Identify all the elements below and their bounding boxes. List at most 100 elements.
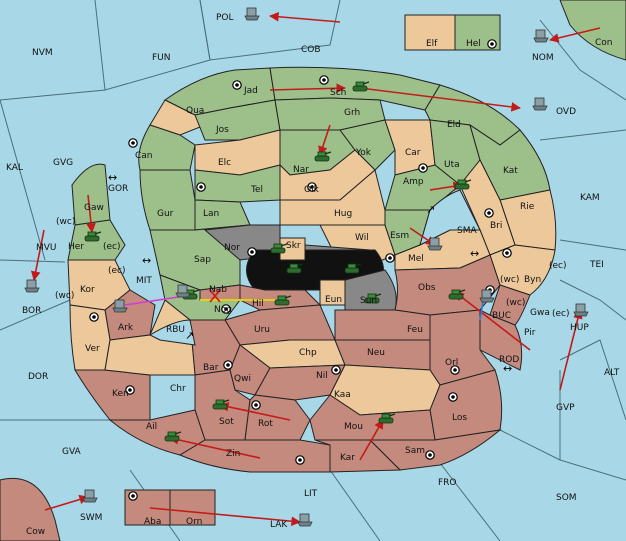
supply-center-icon	[385, 253, 395, 263]
label-qwi: Qwi	[234, 374, 251, 384]
province-uru[interactable]	[224, 304, 336, 346]
supply-center-icon	[223, 360, 233, 370]
label-grh: Grh	[344, 108, 360, 118]
label-feu: Feu	[407, 325, 423, 335]
label-yok: Yok	[355, 148, 372, 158]
label-coast-ec: (ec)	[552, 309, 570, 319]
supply-center-icon	[232, 80, 242, 90]
label-byn: Byn	[524, 275, 541, 285]
label-coast-wc: (wc)	[506, 298, 525, 308]
label-uta: Uta	[444, 160, 460, 170]
label-sam: Sam	[405, 446, 425, 456]
label-obs: Obs	[418, 283, 436, 293]
label-dor: DOR	[28, 372, 48, 382]
svg-text:↔: ↔	[142, 254, 151, 267]
supply-center-icon	[295, 455, 305, 465]
ship-icon[interactable]	[297, 513, 313, 527]
label-jos: Jos	[215, 125, 229, 135]
label-jad: Jad	[243, 86, 258, 96]
sea-rbu-inlet[interactable]	[148, 319, 196, 346]
label-ark: Ark	[118, 323, 134, 333]
sea-sma-inlet[interactable]	[419, 189, 481, 246]
ship-icon[interactable]	[82, 489, 98, 503]
label-buc: BUC	[492, 311, 511, 321]
label-neu: Neu	[367, 348, 385, 358]
label-rot: Rot	[258, 419, 273, 429]
label-ovd: OVD	[556, 107, 576, 117]
province-ail[interactable]	[108, 409, 206, 456]
province-ken[interactable]	[74, 369, 151, 421]
province-gur[interactable]	[139, 169, 196, 231]
label-lit: LIT	[304, 489, 318, 499]
label-gur: Gur	[157, 209, 174, 219]
ship-icon[interactable]	[244, 7, 260, 21]
label-mou: Mou	[344, 422, 363, 432]
supply-center-icon	[331, 365, 341, 375]
label-elc: Elc	[218, 158, 231, 168]
province-sam[interactable]	[368, 429, 502, 471]
label-lan: Lan	[203, 209, 219, 219]
supply-center-icon	[484, 208, 494, 218]
province-orn[interactable]	[169, 489, 216, 526]
label-kaa: Kaa	[334, 390, 351, 400]
province-pir[interactable]	[479, 309, 523, 371]
province-chr[interactable]	[104, 299, 196, 376]
supply-center-icon	[247, 247, 257, 257]
label-kal: KAL	[6, 163, 23, 173]
label-som: SOM	[556, 493, 577, 503]
supply-center-icon	[319, 75, 329, 85]
label-nil: Nil	[316, 371, 328, 381]
label-sun: Sun	[360, 296, 377, 306]
supply-center-icon	[425, 450, 435, 460]
label-coast-wc: (wc)	[56, 217, 75, 227]
label-swm: SWM	[80, 513, 102, 523]
supply-center-icon	[448, 392, 458, 402]
label-gvp: GVP	[556, 403, 575, 413]
label-hug: Hug	[334, 209, 352, 219]
label-gor: GOR	[108, 184, 128, 194]
province-gaw[interactable]	[71, 163, 111, 226]
label-car: Car	[405, 148, 421, 158]
label-coast-wc: (wc)	[55, 291, 74, 301]
province-can[interactable]	[138, 124, 196, 171]
label-gaw: Gaw	[84, 203, 104, 213]
label-sap: Sap	[194, 255, 211, 265]
svg-text:↔: ↔	[503, 362, 512, 375]
labels: POL NVM FUN COB Con NOM OVD KAL GVG GOR …	[6, 13, 620, 537]
province-kar[interactable]	[314, 439, 402, 473]
ship-icon[interactable]	[24, 279, 40, 293]
label-olk: Olk	[304, 185, 320, 195]
label-can: Can	[135, 151, 153, 161]
label-uru: Uru	[254, 325, 270, 335]
province-obs[interactable]	[394, 254, 501, 316]
supply-center-icon	[128, 491, 138, 501]
province-qua[interactable]	[149, 99, 206, 136]
label-ail: Ail	[146, 422, 157, 432]
province-cow[interactable]	[0, 477, 61, 541]
label-kam: KAM	[580, 193, 600, 203]
label-mel: Mel	[408, 254, 424, 264]
svg-text:↔: ↔	[108, 171, 117, 184]
label-sot: Sot	[219, 417, 234, 427]
label-con: Con	[595, 38, 613, 48]
label-eun: Eun	[325, 295, 342, 305]
label-nar: Nar	[293, 165, 309, 175]
ship-icon[interactable]	[533, 29, 549, 43]
label-hil: Hil	[252, 299, 264, 309]
province-eun[interactable]	[319, 279, 346, 306]
province-yok[interactable]	[339, 119, 396, 171]
ship-icon[interactable]	[532, 97, 548, 111]
supply-center-icon	[487, 39, 497, 49]
support-line	[124, 295, 186, 306]
label-mvu: MVU	[36, 243, 57, 253]
province-nil[interactable]	[254, 364, 346, 401]
label-chr: Chr	[170, 384, 186, 394]
label-kat: Kat	[503, 166, 518, 176]
supply-center-icon	[502, 248, 512, 258]
ship-icon[interactable]	[573, 303, 589, 317]
label-cow: Cow	[26, 527, 45, 537]
label-orl: Orl	[445, 358, 458, 368]
label-gvg: GVG	[53, 158, 73, 168]
label-tel: Tel	[250, 185, 263, 195]
